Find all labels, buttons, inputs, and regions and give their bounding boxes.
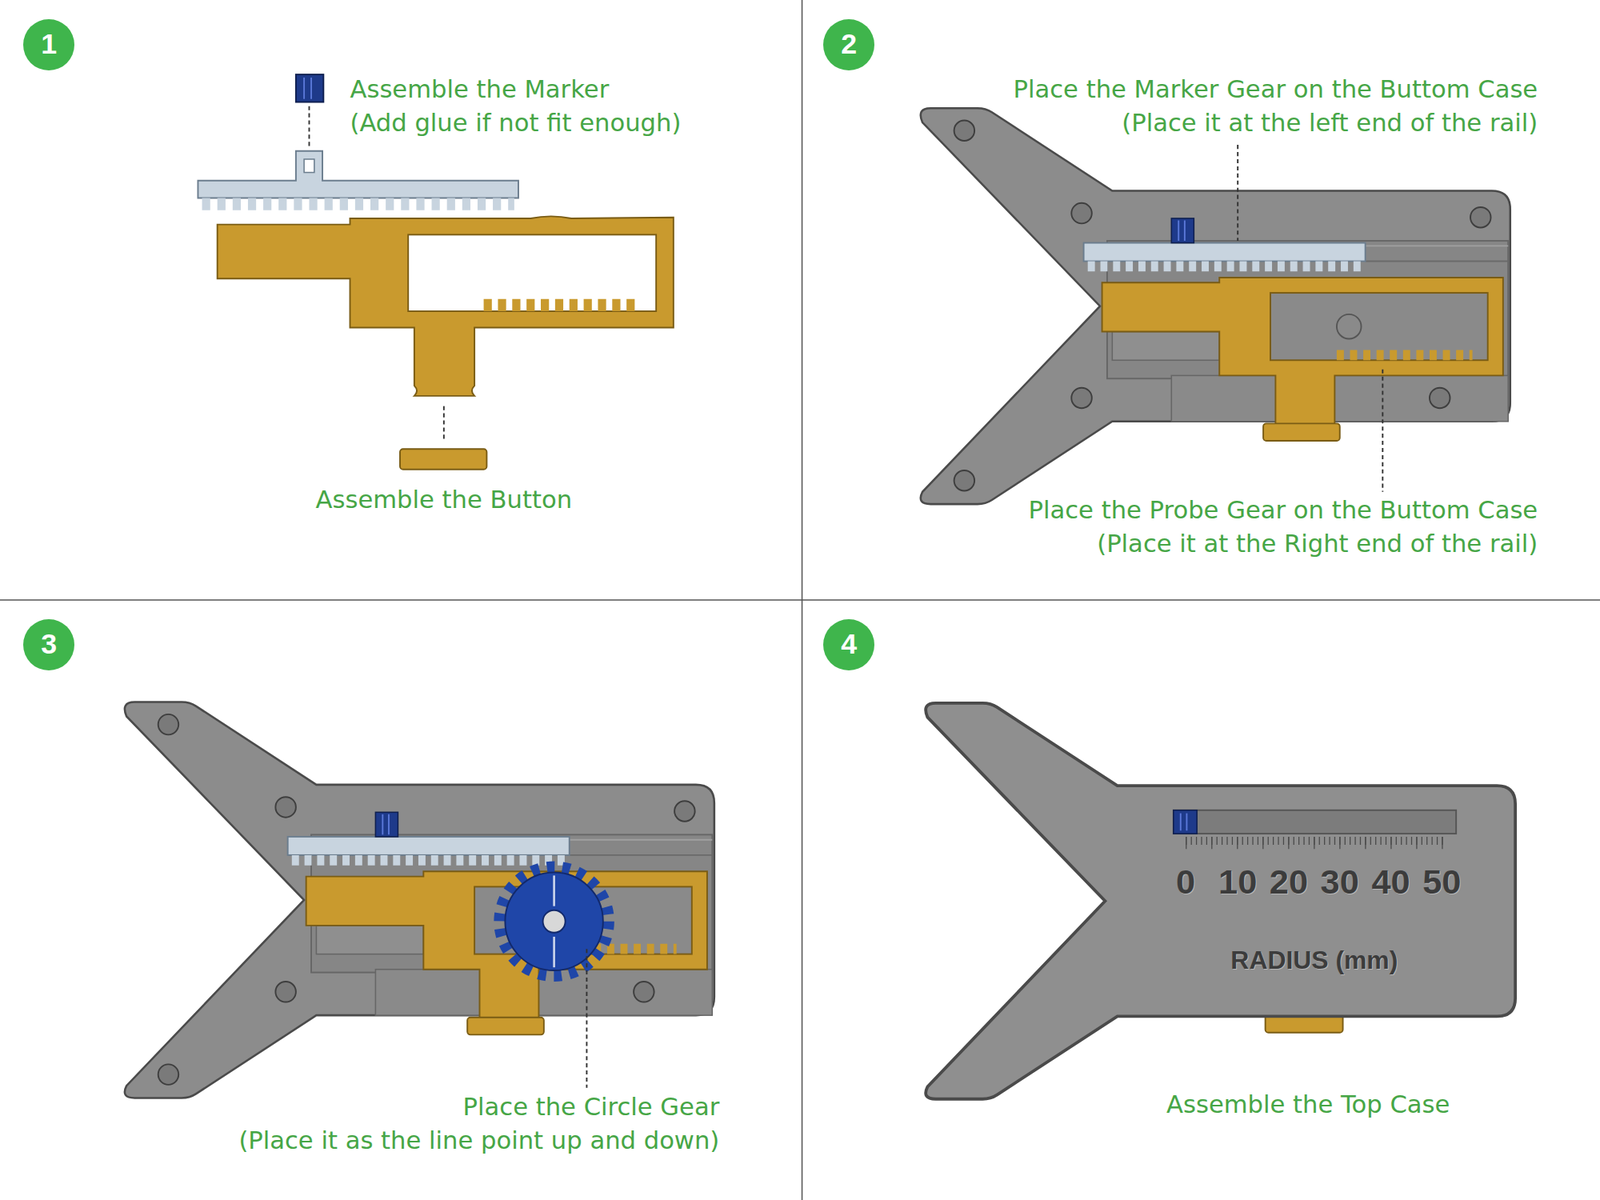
instruction-text: Place the Circle Gear [463, 1092, 720, 1123]
instruction-text: Place the Marker Gear on the Buttom Case [1013, 75, 1539, 105]
marker-part [303, 77, 305, 100]
scale-text: 50 [1422, 862, 1461, 901]
instruction-text: Place the Probe Gear on the Buttom Case [1028, 495, 1539, 525]
bottom-case [124, 702, 715, 1099]
instruction-text: Assemble the Marker [350, 75, 610, 104]
scale-text: 30 [1320, 862, 1360, 901]
case-outline [925, 703, 1516, 1100]
step-badge: 1 [23, 19, 75, 71]
leader-line [443, 406, 445, 441]
gear-teeth [500, 868, 608, 975]
instruction-text: Assemble the Marker [350, 75, 610, 105]
gear-line [552, 875, 556, 906]
scale-text: 30 [1320, 860, 1360, 903]
instruction-text: Place the Marker Gear on the Buttom Case [1013, 75, 1539, 104]
instruction-text: Place the Probe Gear on the Buttom Case [1028, 495, 1539, 524]
gear-line [552, 936, 556, 968]
instruction-text: Place the Circle Gear [463, 1092, 720, 1121]
button-part [400, 448, 487, 470]
scale-text: RADIUS (mm) [1230, 944, 1398, 976]
step-badge: 3 [23, 619, 75, 671]
top-case [925, 703, 1516, 1100]
instruction-text: (Place it at the left end of the rail) [1121, 108, 1538, 139]
marker-part [1180, 813, 1182, 832]
instruction-text: Assemble the Button [316, 485, 572, 516]
instruction-text: (Place it at the Right end of the rail) [1096, 528, 1538, 557]
callout-number: 4 [840, 630, 857, 660]
scale-text: 20 [1269, 862, 1308, 901]
marker-gear-teeth [202, 197, 515, 210]
instruction-text: (Place it at the left end of the rail) [1121, 108, 1538, 137]
scale-text: 0 [1176, 860, 1196, 903]
marker-part [1173, 810, 1197, 834]
instruction-text: (Place it at the Right end of the rail) [1096, 528, 1538, 559]
gear-hole [543, 910, 566, 933]
leader-line [1236, 144, 1239, 241]
scale-text: 40 [1371, 860, 1410, 903]
scale-text: 40 [1371, 862, 1410, 901]
marker-gear [304, 159, 315, 173]
scale-text: 20 [1269, 860, 1308, 903]
marker-gear [197, 151, 519, 199]
case-parts [954, 120, 1509, 492]
step-badge: 4 [823, 619, 875, 671]
marker-part [310, 77, 312, 100]
scale-text: RADIUS (mm) [1230, 945, 1398, 975]
leader-line [308, 106, 311, 148]
case-parts [158, 714, 713, 1085]
instruction-text: Assemble the Top Case [1166, 1090, 1450, 1119]
probe-window [408, 234, 656, 312]
scale-text: 0 [1176, 862, 1196, 901]
callout-number: 2 [840, 30, 857, 60]
bottom-case [920, 108, 1511, 504]
marker-part [296, 74, 324, 102]
step-badge: 2 [823, 19, 875, 71]
leader-line [1381, 369, 1384, 492]
instruction-text: (Place it as the line point up and down) [238, 1126, 720, 1155]
scale-text: 10 [1218, 862, 1257, 901]
scale-text: 10 [1218, 860, 1257, 903]
callout-number: 3 [40, 630, 57, 660]
case-outline [920, 108, 1511, 504]
callout-number: 1 [40, 30, 57, 60]
instruction-text: (Add glue if not fit enough) [350, 108, 682, 139]
probe-gear [217, 216, 674, 396]
scale-ticks [1185, 836, 1444, 849]
panel-divider [0, 599, 1600, 601]
instruction-text: (Place it as the line point up and down) [238, 1126, 720, 1156]
probe-gear-teeth [484, 299, 641, 312]
marker-part [1185, 813, 1188, 832]
case-outline [124, 702, 715, 1099]
gear-body [504, 872, 603, 971]
circle-gear [500, 868, 608, 1088]
marker-slot [1173, 810, 1456, 834]
scale-ticks [1185, 836, 1444, 845]
instruction-text: Assemble the Button [316, 485, 572, 514]
instruction-text: (Add glue if not fit enough) [350, 108, 682, 137]
instruction-text: Assemble the Top Case [1166, 1090, 1450, 1120]
scale-text: 50 [1422, 860, 1461, 903]
leader-line [585, 948, 588, 1088]
